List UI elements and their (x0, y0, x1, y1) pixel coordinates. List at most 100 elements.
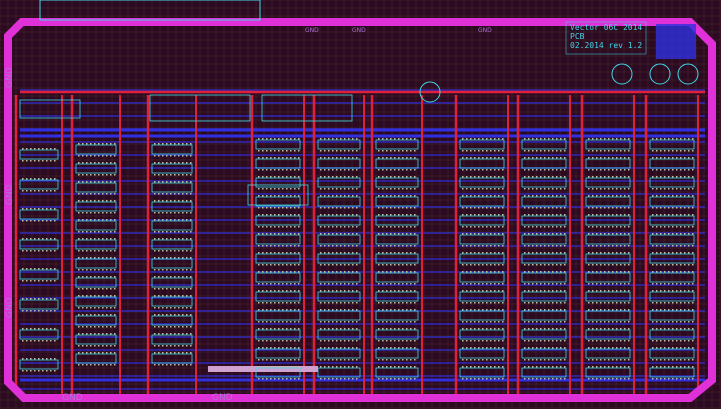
pin (552, 188, 554, 190)
pin (684, 226, 686, 228)
pin (596, 347, 598, 349)
pin (348, 157, 350, 159)
pin (324, 283, 326, 285)
ic-chip (317, 310, 361, 321)
pin (398, 309, 400, 311)
pin (294, 188, 296, 190)
pin (166, 276, 168, 278)
pin (332, 226, 334, 228)
pin (50, 280, 52, 282)
pin (102, 143, 104, 145)
pin (592, 290, 594, 292)
pin (90, 212, 92, 214)
pin (162, 174, 164, 176)
pin (162, 333, 164, 335)
pin (692, 302, 694, 304)
pin (544, 188, 546, 190)
pin (536, 328, 538, 330)
pin (406, 150, 408, 152)
pin (684, 207, 686, 209)
pin (340, 359, 342, 361)
pin (592, 245, 594, 247)
pin (30, 280, 32, 282)
pin (676, 302, 678, 304)
pin (564, 157, 566, 159)
pin (166, 193, 168, 195)
pin (410, 264, 412, 266)
pin (552, 169, 554, 171)
pin (102, 333, 104, 335)
pin (274, 283, 276, 285)
pin (688, 378, 690, 380)
pin (98, 345, 100, 347)
pin (46, 328, 48, 330)
pin (348, 138, 350, 140)
pin (154, 276, 156, 278)
pin (98, 231, 100, 233)
pin (290, 321, 292, 323)
ic-chip (649, 367, 695, 378)
pin (402, 233, 404, 235)
pin (154, 193, 156, 195)
pin (258, 150, 260, 152)
pin (266, 290, 268, 292)
pin (332, 302, 334, 304)
pin (186, 295, 188, 297)
pin (190, 250, 192, 252)
pin (270, 245, 272, 247)
pin (162, 181, 164, 183)
pin (282, 283, 284, 285)
pin (42, 298, 44, 300)
pin (352, 138, 354, 140)
pin (348, 169, 350, 171)
pin (114, 162, 116, 164)
pin (596, 321, 598, 323)
pin (348, 283, 350, 285)
pin (30, 178, 32, 180)
pin (532, 302, 534, 304)
pin (110, 352, 112, 354)
pin (352, 340, 354, 342)
pin (402, 188, 404, 190)
pin (110, 162, 112, 164)
pin (320, 302, 322, 304)
pin (680, 245, 682, 247)
pin (114, 288, 116, 290)
pin (478, 214, 480, 216)
pin (688, 347, 690, 349)
pin (320, 226, 322, 228)
pin (604, 366, 606, 368)
pin (486, 214, 488, 216)
pin (486, 366, 488, 368)
pin (382, 366, 384, 368)
pin (394, 245, 396, 247)
pin (278, 264, 280, 266)
pin (182, 238, 184, 240)
pin (344, 264, 346, 266)
pin (266, 366, 268, 368)
pin (344, 176, 346, 178)
pin (394, 188, 396, 190)
pin (402, 207, 404, 209)
pin (320, 347, 322, 349)
pin (588, 252, 590, 254)
pin (656, 195, 658, 197)
pin (336, 252, 338, 254)
pin (490, 290, 492, 292)
pin (466, 195, 468, 197)
pin (486, 252, 488, 254)
pin (596, 252, 598, 254)
pin (540, 302, 542, 304)
pin (628, 226, 630, 228)
ic-chip (75, 144, 117, 155)
pin (672, 157, 674, 159)
pin (282, 245, 284, 247)
pin (102, 155, 104, 157)
pin (54, 310, 56, 312)
pin (616, 226, 618, 228)
pin (42, 178, 44, 180)
pin (560, 214, 562, 216)
pin (660, 214, 662, 216)
